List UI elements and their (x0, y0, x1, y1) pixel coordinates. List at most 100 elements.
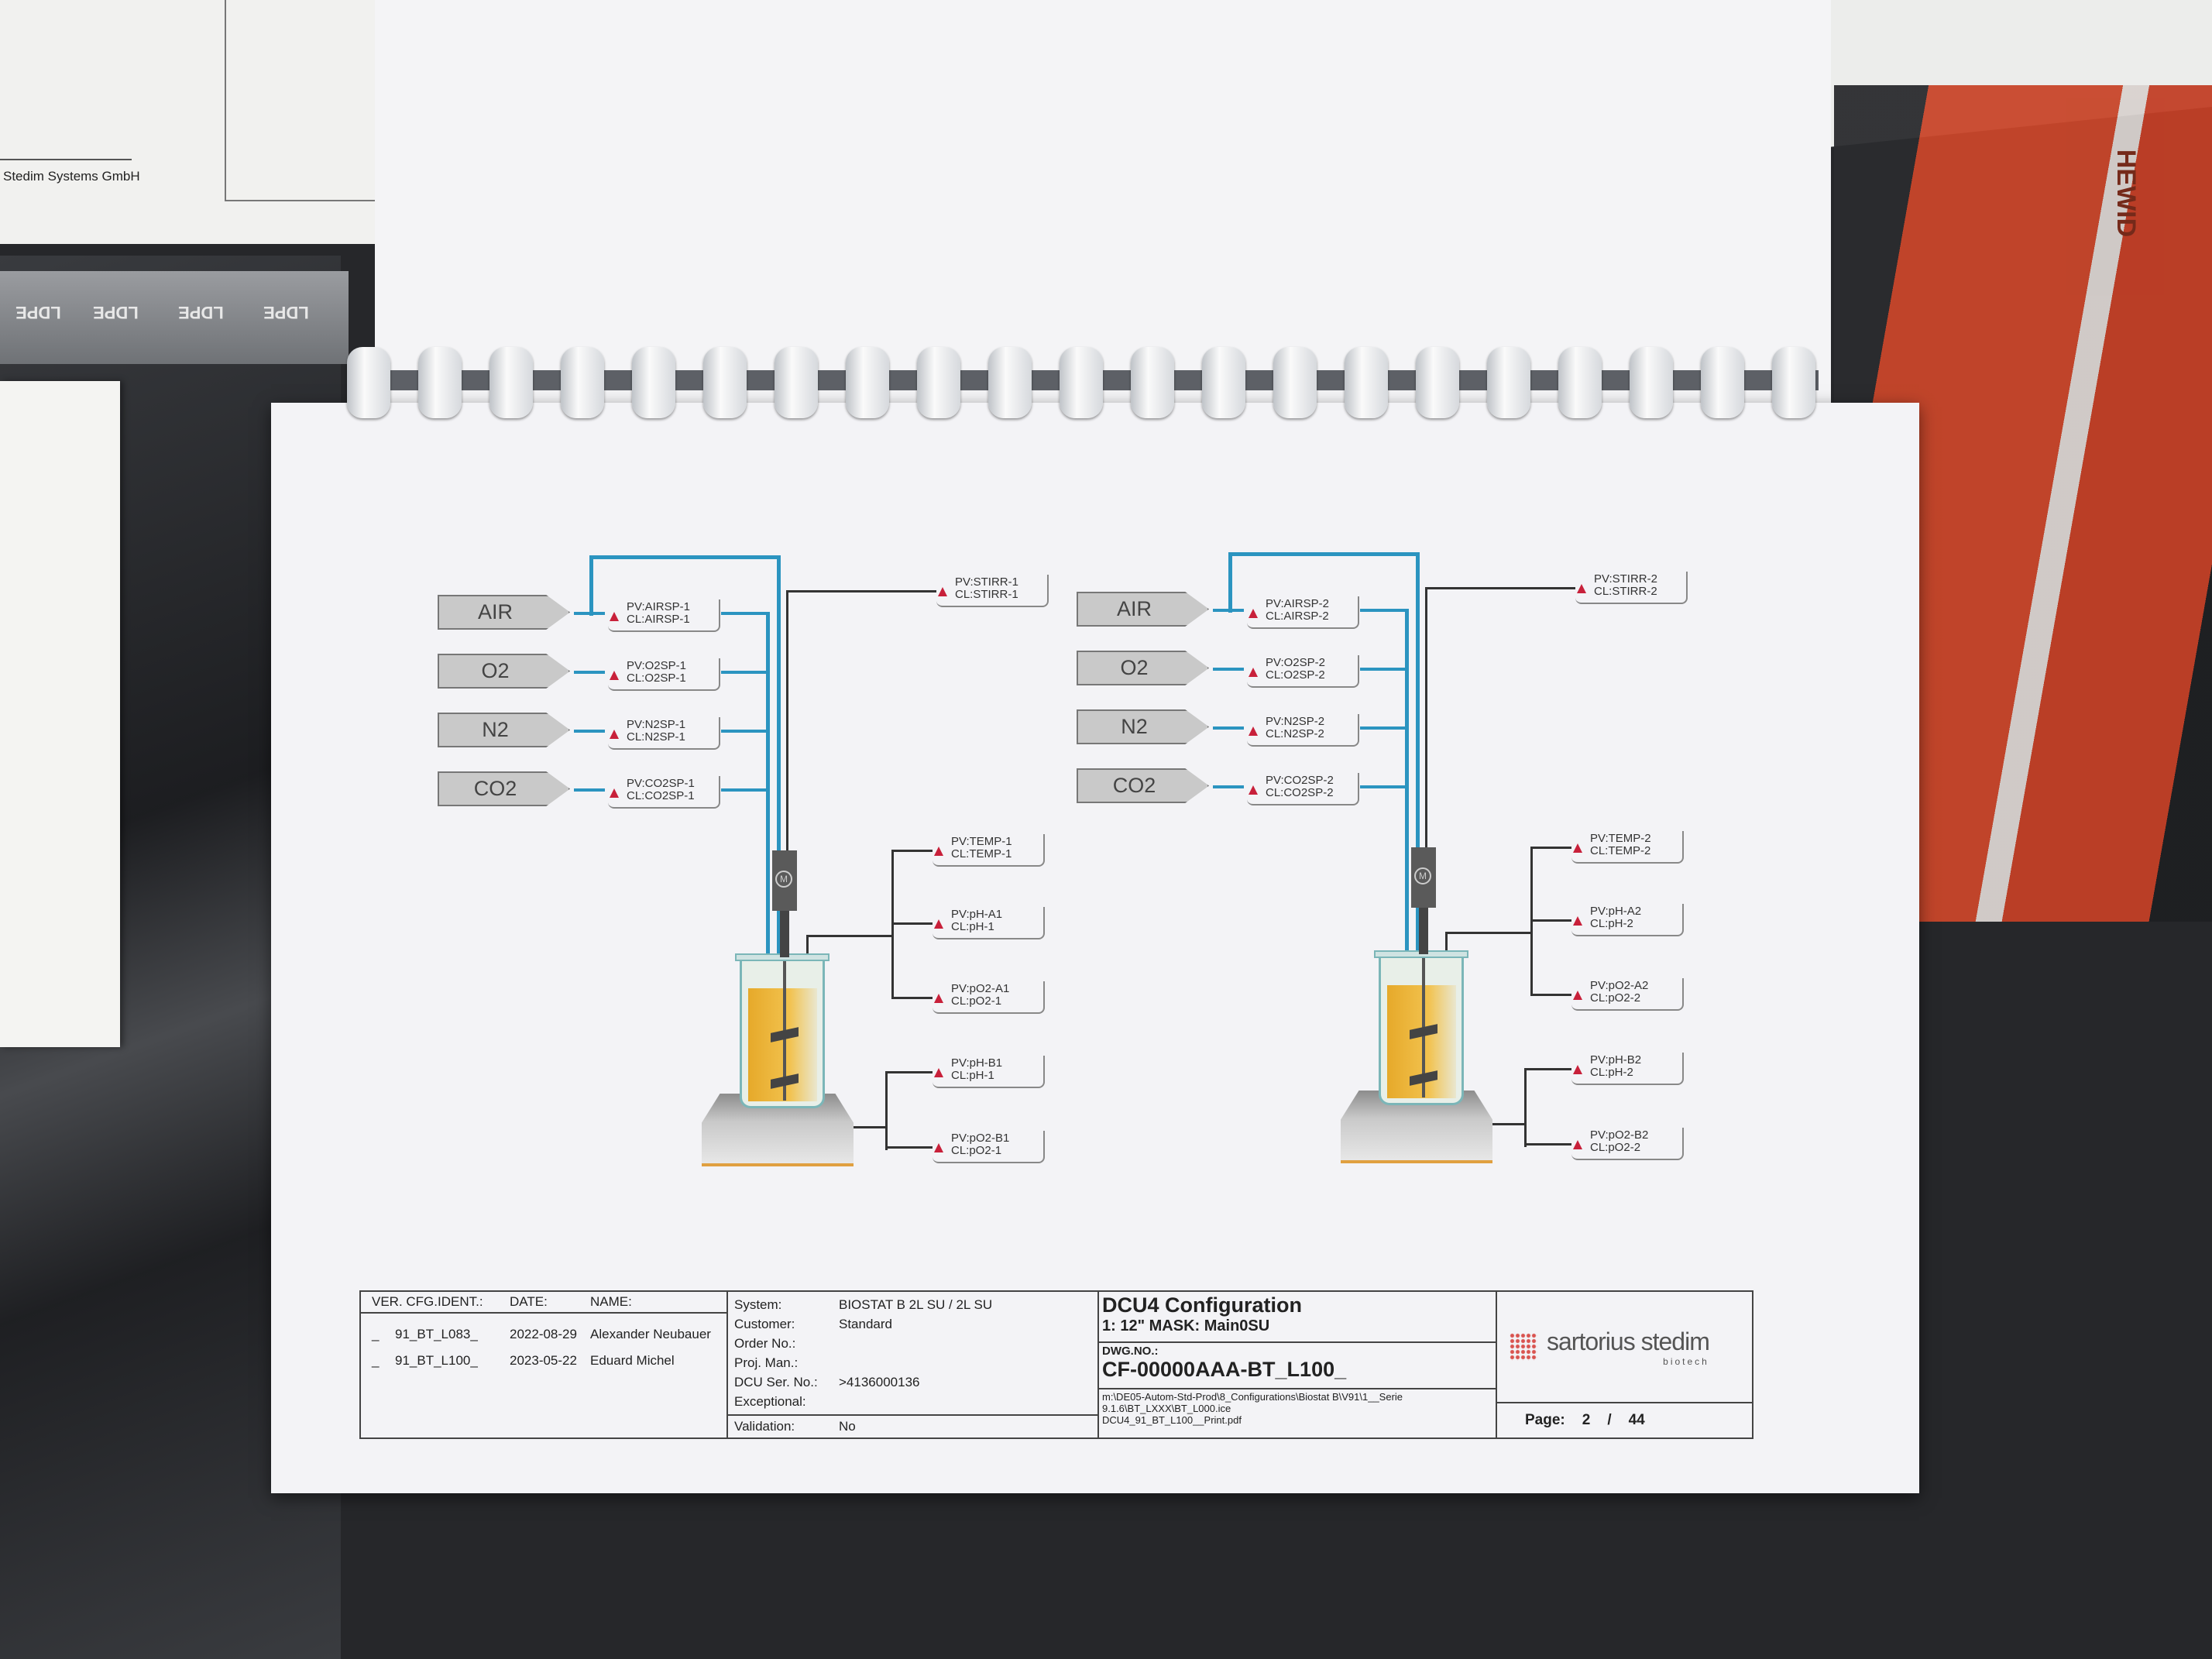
document-page (271, 403, 1919, 1493)
gas-line (721, 788, 768, 792)
binding-ring (1131, 347, 1174, 418)
probe-line (1530, 847, 1533, 996)
dwg-number: CF-00000AAA-BT_L100_ (1102, 1358, 1347, 1381)
gas-line (1213, 785, 1244, 788)
gas-line (721, 730, 768, 733)
alarm-triangle-icon (1573, 991, 1582, 1000)
dwg-label: DWG.NO.: (1102, 1345, 1159, 1358)
binding-ring (1630, 347, 1673, 418)
gas-line (1405, 609, 1409, 955)
ident: 91_BT_L100_ (395, 1353, 478, 1368)
gas-line (777, 555, 781, 958)
info-label: System: (734, 1297, 782, 1312)
cl-label: CL:O2SP-2 (1266, 668, 1325, 682)
ver: _ (372, 1353, 380, 1368)
cl-label: CL:pO2-2 (1590, 991, 1641, 1005)
binding-ring (846, 347, 889, 418)
stirrer-motor[interactable]: M (772, 850, 797, 911)
probe-line (891, 850, 933, 852)
doc-title: DCU4 Configuration (1102, 1293, 1302, 1317)
divider (0, 159, 132, 160)
page-upper (375, 0, 1831, 403)
cl-label: CL:pH-1 (951, 920, 994, 933)
cl-label: CL:N2SP-1 (627, 730, 685, 744)
alarm-triangle-icon (610, 788, 619, 798)
gas-inlet-n2[interactable]: N2 (438, 713, 570, 747)
cl-label: CL:O2SP-1 (627, 672, 686, 685)
spiral-binding (347, 347, 1819, 424)
gas-inlet-air[interactable]: AIR (1077, 592, 1209, 627)
alarm-triangle-icon (1249, 668, 1258, 677)
probe-line (1530, 847, 1571, 849)
gas-line (574, 612, 605, 615)
drive-shaft (780, 911, 789, 957)
pv-label: PV:STIRR-2 (1594, 572, 1657, 586)
pv-label: PV:TEMP-2 (1590, 832, 1651, 845)
cl-label: CL:CO2SP-2 (1266, 786, 1334, 799)
gas-inlet-co2[interactable]: CO2 (438, 771, 570, 806)
version-section: VER. CFG.IDENT.: DATE: NAME: _ 91_BT_L08… (361, 1292, 728, 1437)
alarm-triangle-icon (610, 612, 619, 621)
gas-inlet-n2[interactable]: N2 (1077, 709, 1209, 744)
gas-inlet-co2[interactable]: CO2 (1077, 768, 1209, 803)
gas-line (1228, 552, 1419, 556)
alarm-triangle-icon (934, 1068, 943, 1077)
booklet (0, 381, 120, 1047)
cl-label: CL:AIRSP-2 (1266, 610, 1329, 623)
probe-line (891, 922, 933, 925)
gas-inlet-o2[interactable]: O2 (438, 654, 570, 689)
gas-inlet-o2[interactable]: O2 (1077, 651, 1209, 685)
stirr-line (786, 590, 788, 850)
alarm-triangle-icon (1577, 584, 1586, 593)
pv-label: PV:pO2-B1 (951, 1132, 1010, 1145)
gas-inlet-air[interactable]: AIR (438, 595, 570, 630)
cl-label: CL:pO2-1 (951, 994, 1002, 1008)
binding-ring (703, 347, 747, 418)
logo-section: sartorius stedim biotech Page: 2 / 44 (1497, 1292, 1752, 1437)
info-row: Order No.: (728, 1334, 1097, 1353)
pv-label: PV:pH-A2 (1590, 905, 1642, 918)
logo-dots-icon (1510, 1333, 1537, 1361)
gas-line (721, 612, 768, 615)
probe-line (1524, 1070, 1527, 1147)
cl-label: CL:TEMP-1 (951, 847, 1012, 860)
binding-ring (489, 347, 533, 418)
binding-ring (347, 347, 390, 418)
stirrer-motor[interactable]: M (1411, 847, 1436, 908)
binding-ring (632, 347, 675, 418)
alarm-triangle-icon (1573, 916, 1582, 926)
recycle-mark: LDPE (93, 303, 139, 322)
alarm-triangle-icon (1573, 1065, 1582, 1074)
date: 2023-05-22 (510, 1353, 577, 1368)
ver-header: VER. CFG.IDENT.: (372, 1294, 483, 1309)
page-separator: / (1607, 1412, 1612, 1428)
info-label: Order No.: (734, 1335, 796, 1351)
cl-label: CL:STIRR-2 (1594, 585, 1657, 598)
alarm-triangle-icon (934, 919, 943, 929)
pv-label: PV:pO2-A2 (1590, 979, 1649, 992)
version-header: VER. CFG.IDENT.: DATE: NAME: (361, 1292, 726, 1314)
pv-label: PV:CO2SP-1 (627, 777, 695, 790)
cl-label: CL:STIRR-1 (955, 588, 1018, 601)
